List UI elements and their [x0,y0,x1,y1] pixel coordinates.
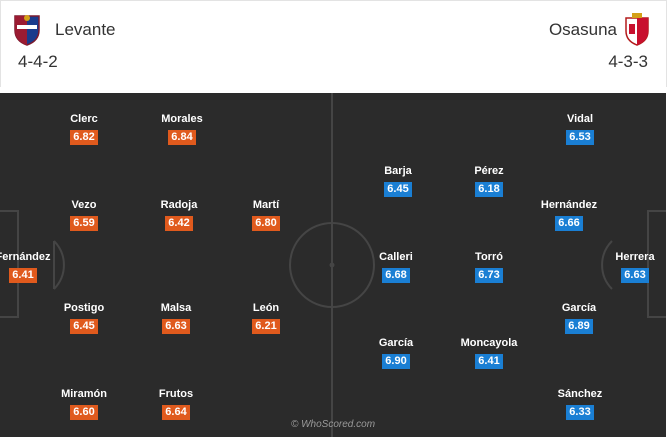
player-rating: 6.45 [70,319,98,334]
pitch-markings [0,93,666,437]
osasuna-crest-icon [625,13,649,46]
player-name: Barja [384,165,412,177]
player-rating: 6.45 [384,182,412,197]
player-rating: 6.53 [566,130,594,145]
pitch: Fernández 6.41 Clerc 6.82 Vezo 6.59 Post… [0,93,666,437]
home-player-miramon[interactable]: Miramón 6.60 [48,387,120,420]
player-name: Miramón [61,388,107,400]
player-name: León [252,302,280,314]
player-rating: 6.41 [475,354,503,369]
player-name: Frutos [158,388,194,400]
player-rating: 6.41 [9,268,37,283]
player-name: Hernández [540,199,598,211]
player-name: Moncayola [460,337,518,349]
away-player-vidal[interactable]: Vidal 6.53 [544,112,616,145]
home-player-postigo[interactable]: Postigo 6.45 [48,301,120,334]
player-rating: 6.84 [168,130,196,145]
player-rating: 6.68 [382,268,410,283]
player-name: Torró [475,251,503,263]
player-name: Radoja [160,199,198,211]
player-name: Vezo [71,199,97,211]
player-rating: 6.64 [162,405,190,420]
player-rating: 6.63 [162,319,190,334]
player-rating: 6.80 [252,216,280,231]
levante-crest-icon [14,15,40,46]
player-name: Fernández [0,251,51,263]
player-rating: 6.90 [382,354,410,369]
player-name: Vidal [566,113,594,125]
home-team-name[interactable]: Levante [55,20,116,39]
player-rating: 6.89 [565,319,593,334]
home-player-clerc[interactable]: Clerc 6.82 [48,112,120,145]
home-formation: 4-4-2 [18,52,58,71]
away-player-sanchez[interactable]: Sánchez 6.33 [544,387,616,420]
player-name: García [378,337,414,349]
home-player-radoja[interactable]: Radoja 6.42 [143,198,215,231]
player-rating: 6.18 [475,182,503,197]
home-player-malsa[interactable]: Malsa 6.63 [140,301,212,334]
home-player-marti[interactable]: Martí 6.80 [230,198,302,231]
away-player-hernandez[interactable]: Hernández 6.66 [533,198,605,231]
player-name: Martí [252,199,280,211]
away-player-calleri[interactable]: Calleri 6.68 [360,250,432,283]
player-rating: 6.60 [70,405,98,420]
away-player-torro[interactable]: Torró 6.73 [453,250,525,283]
player-name: García [561,302,597,314]
player-name: Calleri [379,251,413,263]
player-rating: 6.73 [475,268,503,283]
player-name: Morales [161,113,203,125]
away-player-perez[interactable]: Pérez 6.18 [453,164,525,197]
player-rating: 6.21 [252,319,280,334]
watermark: © WhoScored.com [290,419,376,430]
player-rating: 6.66 [555,216,583,231]
away-player-garcia-def[interactable]: García 6.89 [543,301,615,334]
away-formation: 4-3-3 [608,52,648,71]
away-team-name[interactable]: Osasuna [548,20,617,39]
home-player-vezo[interactable]: Vezo 6.59 [48,198,120,231]
home-player-leon[interactable]: León 6.21 [230,301,302,334]
home-player-frutos[interactable]: Frutos 6.64 [140,387,212,420]
player-rating: 6.42 [165,216,193,231]
away-player-moncayola[interactable]: Moncayola 6.41 [453,336,525,369]
away-player-barja[interactable]: Barja 6.45 [362,164,434,197]
player-name: Postigo [63,302,105,314]
match-header: Levante 4-4-2 Osasuna 4-3-3 [0,0,667,87]
home-player-morales[interactable]: Morales 6.84 [146,112,218,145]
player-name: Pérez [474,165,504,177]
player-name: Sánchez [557,388,603,400]
player-rating: 6.33 [566,405,594,420]
player-rating: 6.59 [70,216,98,231]
player-name: Malsa [160,302,192,314]
home-player-fernandez[interactable]: Fernández 6.41 [0,250,59,283]
player-name: Herrera [615,251,655,263]
away-player-herrera[interactable]: Herrera 6.63 [599,250,666,283]
player-rating: 6.82 [70,130,98,145]
away-player-garcia-fwd[interactable]: García 6.90 [360,336,432,369]
player-name: Clerc [70,113,98,125]
player-rating: 6.63 [621,268,649,283]
